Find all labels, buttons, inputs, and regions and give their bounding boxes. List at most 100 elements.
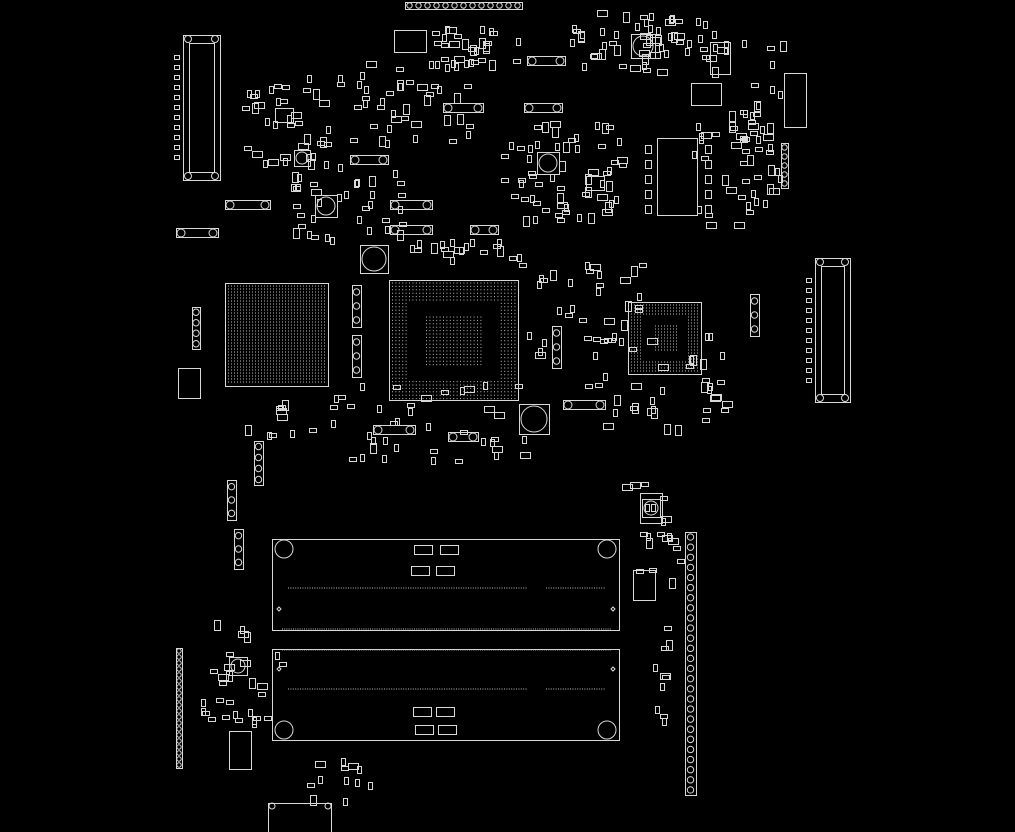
connector-pin[interactable]	[686, 685, 695, 693]
bga-outline[interactable]	[389, 280, 519, 401]
smd-component[interactable]	[703, 408, 711, 413]
smd-component[interactable]	[750, 112, 755, 120]
smd-component[interactable]	[655, 706, 660, 714]
smd-component[interactable]	[278, 405, 286, 410]
smd-component[interactable]	[201, 699, 206, 707]
smd-component[interactable]	[344, 191, 349, 199]
side-pad[interactable]	[806, 318, 812, 323]
smd-component[interactable]	[665, 19, 676, 26]
smd-component[interactable]	[742, 149, 750, 154]
two-pad-component[interactable]	[350, 155, 389, 165]
side-pad[interactable]	[174, 135, 180, 140]
smd-component[interactable]	[588, 213, 595, 224]
smd-component[interactable]	[606, 181, 613, 192]
connector-pin[interactable]	[686, 563, 695, 572]
smd-component[interactable]	[746, 210, 754, 215]
smd-component[interactable]	[397, 181, 405, 186]
side-pad[interactable]	[645, 190, 652, 199]
crystal-can[interactable]	[361, 246, 387, 272]
mount-pad[interactable]	[816, 258, 824, 266]
connector-pin[interactable]	[686, 614, 695, 622]
smd-component[interactable]	[216, 698, 224, 703]
smd-component[interactable]	[398, 193, 406, 198]
side-pad[interactable]	[705, 205, 712, 214]
smd-component[interactable]	[411, 121, 422, 128]
smd-component[interactable]	[651, 504, 656, 512]
smd-component[interactable]	[664, 50, 669, 58]
smd-component[interactable]	[555, 213, 563, 218]
smd-component[interactable]	[711, 394, 722, 401]
smd-component[interactable]	[311, 215, 316, 223]
mount-pad[interactable]	[841, 258, 849, 266]
smd-component[interactable]	[240, 660, 251, 667]
smd-component[interactable]	[593, 352, 598, 360]
smd-component[interactable]	[568, 138, 576, 143]
side-pad[interactable]	[174, 85, 180, 90]
smd-component[interactable]	[705, 213, 713, 218]
smd-component[interactable]	[642, 62, 647, 70]
connector-pin[interactable]	[176, 690, 182, 696]
connector-pin[interactable]	[176, 672, 182, 678]
connector-pin[interactable]	[781, 171, 788, 178]
connector-pin[interactable]	[505, 2, 512, 9]
smd-component[interactable]	[466, 124, 474, 129]
smd-component[interactable]	[519, 180, 524, 188]
smd-component[interactable]	[599, 49, 606, 60]
smd-component[interactable]	[563, 142, 570, 153]
smd-component[interactable]	[639, 50, 650, 57]
smd-component[interactable]	[267, 432, 272, 440]
smd-component[interactable]	[464, 243, 469, 251]
smd-component[interactable]	[570, 39, 575, 47]
smd-component[interactable]	[337, 194, 342, 202]
smd-component[interactable]	[490, 31, 498, 36]
smd-component[interactable]	[441, 43, 449, 48]
connector-pin[interactable]	[176, 708, 182, 714]
small-header[interactable]	[352, 285, 362, 328]
smd-component[interactable]	[408, 408, 413, 416]
resistor-pack[interactable]	[440, 545, 459, 555]
smd-component[interactable]	[712, 132, 720, 137]
connector-pin[interactable]	[781, 162, 788, 169]
smd-component[interactable]	[612, 333, 617, 341]
smd-component[interactable]	[360, 454, 365, 462]
smd-component[interactable]	[269, 86, 274, 94]
two-pad-component[interactable]	[527, 56, 566, 66]
smd-component[interactable]	[611, 160, 619, 165]
smd-component[interactable]	[494, 452, 499, 460]
smd-component[interactable]	[760, 126, 765, 134]
connector-pin[interactable]	[254, 442, 263, 451]
smd-component[interactable]	[362, 206, 370, 211]
smd-component[interactable]	[557, 218, 565, 223]
smd-component[interactable]	[219, 681, 227, 686]
connector-pin[interactable]	[487, 2, 494, 9]
smd-component[interactable]	[657, 532, 665, 537]
smd-component[interactable]	[535, 352, 546, 359]
smd-component[interactable]	[750, 131, 758, 136]
smd-component[interactable]	[748, 120, 756, 125]
connector-pin[interactable]	[478, 2, 485, 9]
smd-component[interactable]	[606, 125, 614, 130]
smd-component[interactable]	[668, 33, 673, 41]
smd-component[interactable]	[398, 206, 403, 214]
two-pad-component[interactable]	[373, 425, 416, 435]
smd-component[interactable]	[279, 662, 287, 667]
side-pad[interactable]	[645, 205, 652, 214]
smd-component[interactable]	[578, 31, 585, 42]
smd-component[interactable]	[584, 336, 592, 341]
connector-pin[interactable]	[686, 654, 695, 663]
two-pad-component[interactable]	[443, 103, 484, 113]
bga-chip-1[interactable]	[225, 283, 329, 387]
smd-component[interactable]	[705, 333, 710, 341]
smd-component[interactable]	[740, 110, 748, 115]
body[interactable]	[527, 56, 566, 66]
smd-component[interactable]	[319, 100, 330, 107]
smd-component[interactable]	[293, 228, 300, 239]
smd-component[interactable]	[671, 32, 678, 43]
connector-pin[interactable]	[686, 674, 695, 683]
smd-component[interactable]	[445, 64, 450, 72]
connector-pin[interactable]	[686, 604, 695, 612]
smd-component[interactable]	[249, 678, 256, 689]
smd-component[interactable]	[555, 143, 560, 151]
smd-component[interactable]	[274, 84, 282, 89]
smd-component[interactable]	[464, 386, 475, 393]
